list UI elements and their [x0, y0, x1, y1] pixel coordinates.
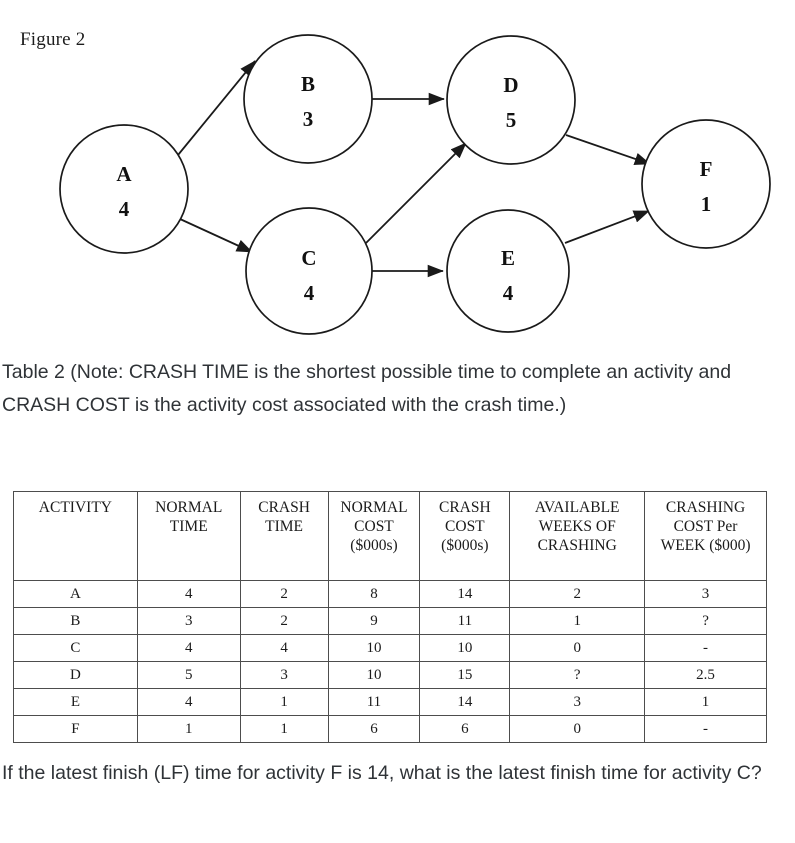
node-d-label: D	[503, 73, 518, 97]
cell-crash-cost: 11	[419, 607, 511, 635]
cell-available-weeks: 1	[509, 607, 646, 635]
node-a-label: A	[116, 162, 132, 186]
cell-crash-time: 3	[239, 661, 329, 689]
column-header-available-weeks: AVAILABLE WEEKS OF CRASHING	[509, 491, 646, 581]
cell-crashing-cost-per-week: 2.5	[644, 661, 767, 689]
node-c-duration: 4	[304, 281, 315, 305]
table-row: F 1 1 6 6 0 -	[13, 715, 767, 743]
cell-crashing-cost-per-week: -	[644, 634, 767, 662]
node-c: C 4	[245, 207, 373, 335]
column-header-crash-cost: CRASH COST ($000s)	[419, 491, 511, 581]
table-row: B 3 2 9 11 1 ?	[13, 607, 767, 635]
node-a: A 4	[59, 124, 189, 254]
cell-crash-cost: 6	[419, 715, 511, 743]
cell-normal-time: 3	[136, 607, 241, 635]
column-header-crashing-cost-per-week: CRASHING COST Per WEEK ($000)	[644, 491, 767, 581]
cell-normal-time: 5	[136, 661, 241, 689]
cell-normal-time: 4	[136, 688, 241, 716]
cell-normal-cost: 10	[327, 661, 421, 689]
node-d: D 5	[446, 35, 576, 165]
column-header-normal-time: NORMAL TIME	[136, 491, 241, 581]
edge-a-to-b	[177, 60, 256, 156]
table-header-row: ACTIVITY NORMAL TIME CRASH TIME NORMAL C…	[13, 491, 767, 581]
node-a-circle	[59, 124, 189, 254]
cell-normal-cost: 11	[327, 688, 421, 716]
node-c-label: C	[301, 246, 316, 270]
cell-activity: D	[13, 661, 138, 689]
table-note-paragraph: Table 2 (Note: CRASH TIME is the shortes…	[2, 361, 732, 416]
cell-crashing-cost-per-week: 1	[644, 688, 767, 716]
edge-d-to-f	[565, 134, 651, 165]
node-f-duration: 1	[701, 192, 712, 216]
cell-normal-time: 4	[136, 580, 241, 608]
table-row: E 4 1 11 14 3 1	[13, 688, 767, 716]
cell-crash-time: 1	[239, 715, 329, 743]
question-paragraph: If the latest finish (LF) time for activ…	[2, 762, 762, 784]
cell-crashing-cost-per-week: ?	[644, 607, 767, 635]
node-e: E 4	[446, 209, 570, 333]
cell-crash-cost: 10	[419, 634, 511, 662]
cell-normal-time: 1	[136, 715, 241, 743]
cell-crashing-cost-per-week: -	[644, 715, 767, 743]
table-row: D 5 3 10 15 ? 2.5	[13, 661, 767, 689]
cell-available-weeks: 0	[509, 715, 646, 743]
figure-caption: Figure 2	[20, 29, 86, 50]
cell-crash-cost: 15	[419, 661, 511, 689]
cell-crash-time: 4	[239, 634, 329, 662]
cell-activity: E	[13, 688, 138, 716]
cell-activity: C	[13, 634, 138, 662]
cell-available-weeks: 0	[509, 634, 646, 662]
table-row: C 4 4 10 10 0 -	[13, 634, 767, 662]
node-c-circle	[245, 207, 373, 335]
cell-crash-cost: 14	[419, 580, 511, 608]
cell-activity: B	[13, 607, 138, 635]
column-header-normal-cost: NORMAL COST ($000s)	[327, 491, 421, 581]
figure-2-region: Figure 2 A 4 B 3	[0, 0, 795, 345]
node-f: F 1	[641, 119, 771, 249]
cell-crashing-cost-per-week: 3	[644, 580, 767, 608]
edge-a-to-c	[179, 218, 253, 253]
column-header-activity: ACTIVITY	[13, 491, 138, 581]
cell-activity: A	[13, 580, 138, 608]
node-f-circle	[641, 119, 771, 249]
cell-normal-cost: 8	[327, 580, 421, 608]
cell-normal-time: 4	[136, 634, 241, 662]
crash-table-container: ACTIVITY NORMAL TIME CRASH TIME NORMAL C…	[13, 491, 767, 743]
edge-e-to-f	[564, 210, 650, 244]
cell-normal-cost: 9	[327, 607, 421, 635]
column-header-crash-time: CRASH TIME	[239, 491, 329, 581]
node-e-label: E	[501, 246, 515, 270]
crash-table: ACTIVITY NORMAL TIME CRASH TIME NORMAL C…	[13, 491, 767, 743]
cell-available-weeks: ?	[509, 661, 646, 689]
cell-crash-time: 1	[239, 688, 329, 716]
cell-crash-time: 2	[239, 580, 329, 608]
node-b-label: B	[301, 72, 315, 96]
cell-normal-cost: 10	[327, 634, 421, 662]
node-b-circle	[243, 34, 373, 164]
edge-group	[177, 60, 651, 278]
node-b-duration: 3	[303, 107, 314, 131]
edge-c-to-d	[365, 142, 467, 244]
node-d-duration: 5	[506, 108, 517, 132]
node-f-label: F	[700, 157, 713, 181]
node-d-circle	[446, 35, 576, 165]
cell-available-weeks: 3	[509, 688, 646, 716]
activity-network-diagram: A 4 B 3 C 4 D 5 E 4 F 1	[59, 34, 771, 335]
node-e-circle	[446, 209, 570, 333]
node-a-duration: 4	[119, 197, 130, 221]
cell-crash-cost: 14	[419, 688, 511, 716]
table-row: A 4 2 8 14 2 3	[13, 580, 767, 608]
cell-crash-time: 2	[239, 607, 329, 635]
cell-normal-cost: 6	[327, 715, 421, 743]
cell-available-weeks: 2	[509, 580, 646, 608]
node-e-duration: 4	[503, 281, 514, 305]
cell-activity: F	[13, 715, 138, 743]
node-b: B 3	[243, 34, 373, 164]
